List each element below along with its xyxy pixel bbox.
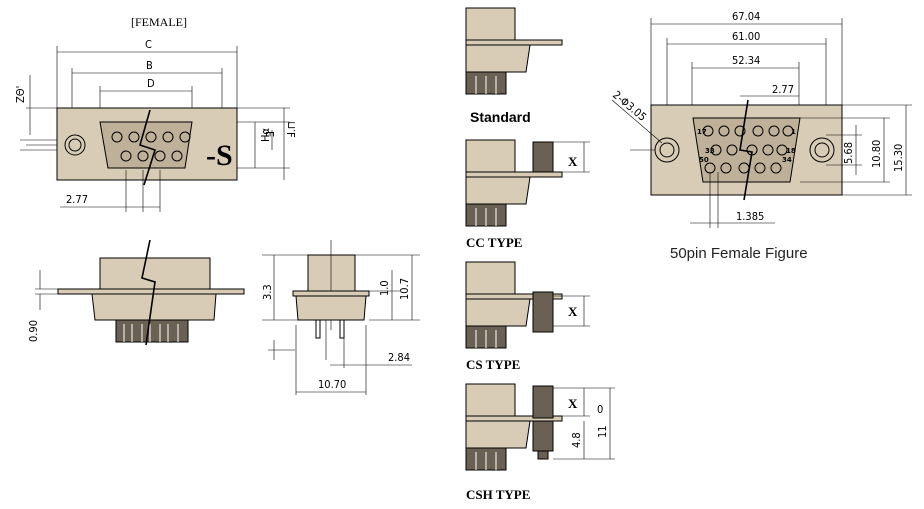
dim-1-0: 1.0 xyxy=(378,280,391,296)
fifty-pin-caption: 50pin Female Figure xyxy=(670,245,808,262)
pin-holes xyxy=(111,131,191,162)
dim-d: D xyxy=(147,77,155,90)
dim-a1: E xyxy=(263,131,276,137)
female-top-view: [FEMALE] C B D ZΘ' xyxy=(14,15,298,212)
suffix-s: -S xyxy=(206,139,233,172)
type-column: Standard X CC TYPE X xyxy=(465,7,615,502)
cc-x: X xyxy=(568,154,578,169)
dim-0: 0 xyxy=(597,403,603,416)
dim-10-70: 10.70 xyxy=(318,378,346,391)
dim-3-3: 3.3 xyxy=(261,284,274,300)
pin-label-1: 1 xyxy=(791,128,796,136)
dim-5-68: 5.68 xyxy=(842,142,855,164)
dim-2-84: 2.84 xyxy=(388,351,410,364)
dim-a3: Ⅎ.⊓ xyxy=(285,121,298,138)
dim-52-34: 52.34 xyxy=(732,54,760,67)
dim-11: 11 xyxy=(596,425,609,438)
cc-label: CC TYPE xyxy=(466,235,522,250)
csh-x: X xyxy=(568,396,578,411)
dim-4-8: 4.8 xyxy=(570,432,583,448)
d-shell xyxy=(99,121,193,169)
csh-label: CSH TYPE xyxy=(466,487,530,502)
pin-label-18: 18 xyxy=(786,147,796,155)
dim-2-77-right: 2.77 xyxy=(772,83,794,96)
dim-top-left: ZΘ' xyxy=(14,86,27,103)
dim-10-80: 10.80 xyxy=(870,140,883,168)
dim-61-00: 61.00 xyxy=(732,30,760,43)
cc-type: X CC TYPE xyxy=(465,139,590,250)
standard-label: Standard xyxy=(470,109,531,125)
dim-hole: 2-Φ3.05 xyxy=(610,88,649,123)
standard-type: Standard xyxy=(465,7,563,125)
dim-0-90: 0.90 xyxy=(27,320,40,342)
dim-1-385: 1.385 xyxy=(736,210,764,223)
fifty-pin-holes xyxy=(702,125,794,174)
dim-b: B xyxy=(146,59,153,72)
csh-type: X 0 4.8 11 CSH TYPE xyxy=(465,383,615,502)
female-header: [FEMALE] xyxy=(131,15,187,29)
dim-10-7: 10.7 xyxy=(398,278,411,300)
dim-15-30: 15.30 xyxy=(892,144,905,172)
dim-a2: Hα xyxy=(259,128,272,142)
dim-2-77-left: 2.77 xyxy=(66,193,88,206)
cs-label: CS TYPE xyxy=(466,357,520,372)
dim-c: C xyxy=(145,38,152,51)
front-view: 3.3 1.0 10.7 2.84 10.70 xyxy=(261,240,420,395)
pin-label-34: 34 xyxy=(782,156,792,164)
pin-label-17: 17 xyxy=(697,128,707,136)
pin-label-50: 50 xyxy=(699,156,709,164)
fifty-pin-figure: 67.04 61.00 52.34 2.77 17 1 33 18 50 34 … xyxy=(610,10,912,262)
cs-x: X xyxy=(568,304,578,319)
dim-67-04: 67.04 xyxy=(732,10,760,23)
cs-type: X CS TYPE xyxy=(465,261,590,372)
side-view: 0.90 xyxy=(27,239,245,346)
pin-label-33: 33 xyxy=(705,147,715,155)
